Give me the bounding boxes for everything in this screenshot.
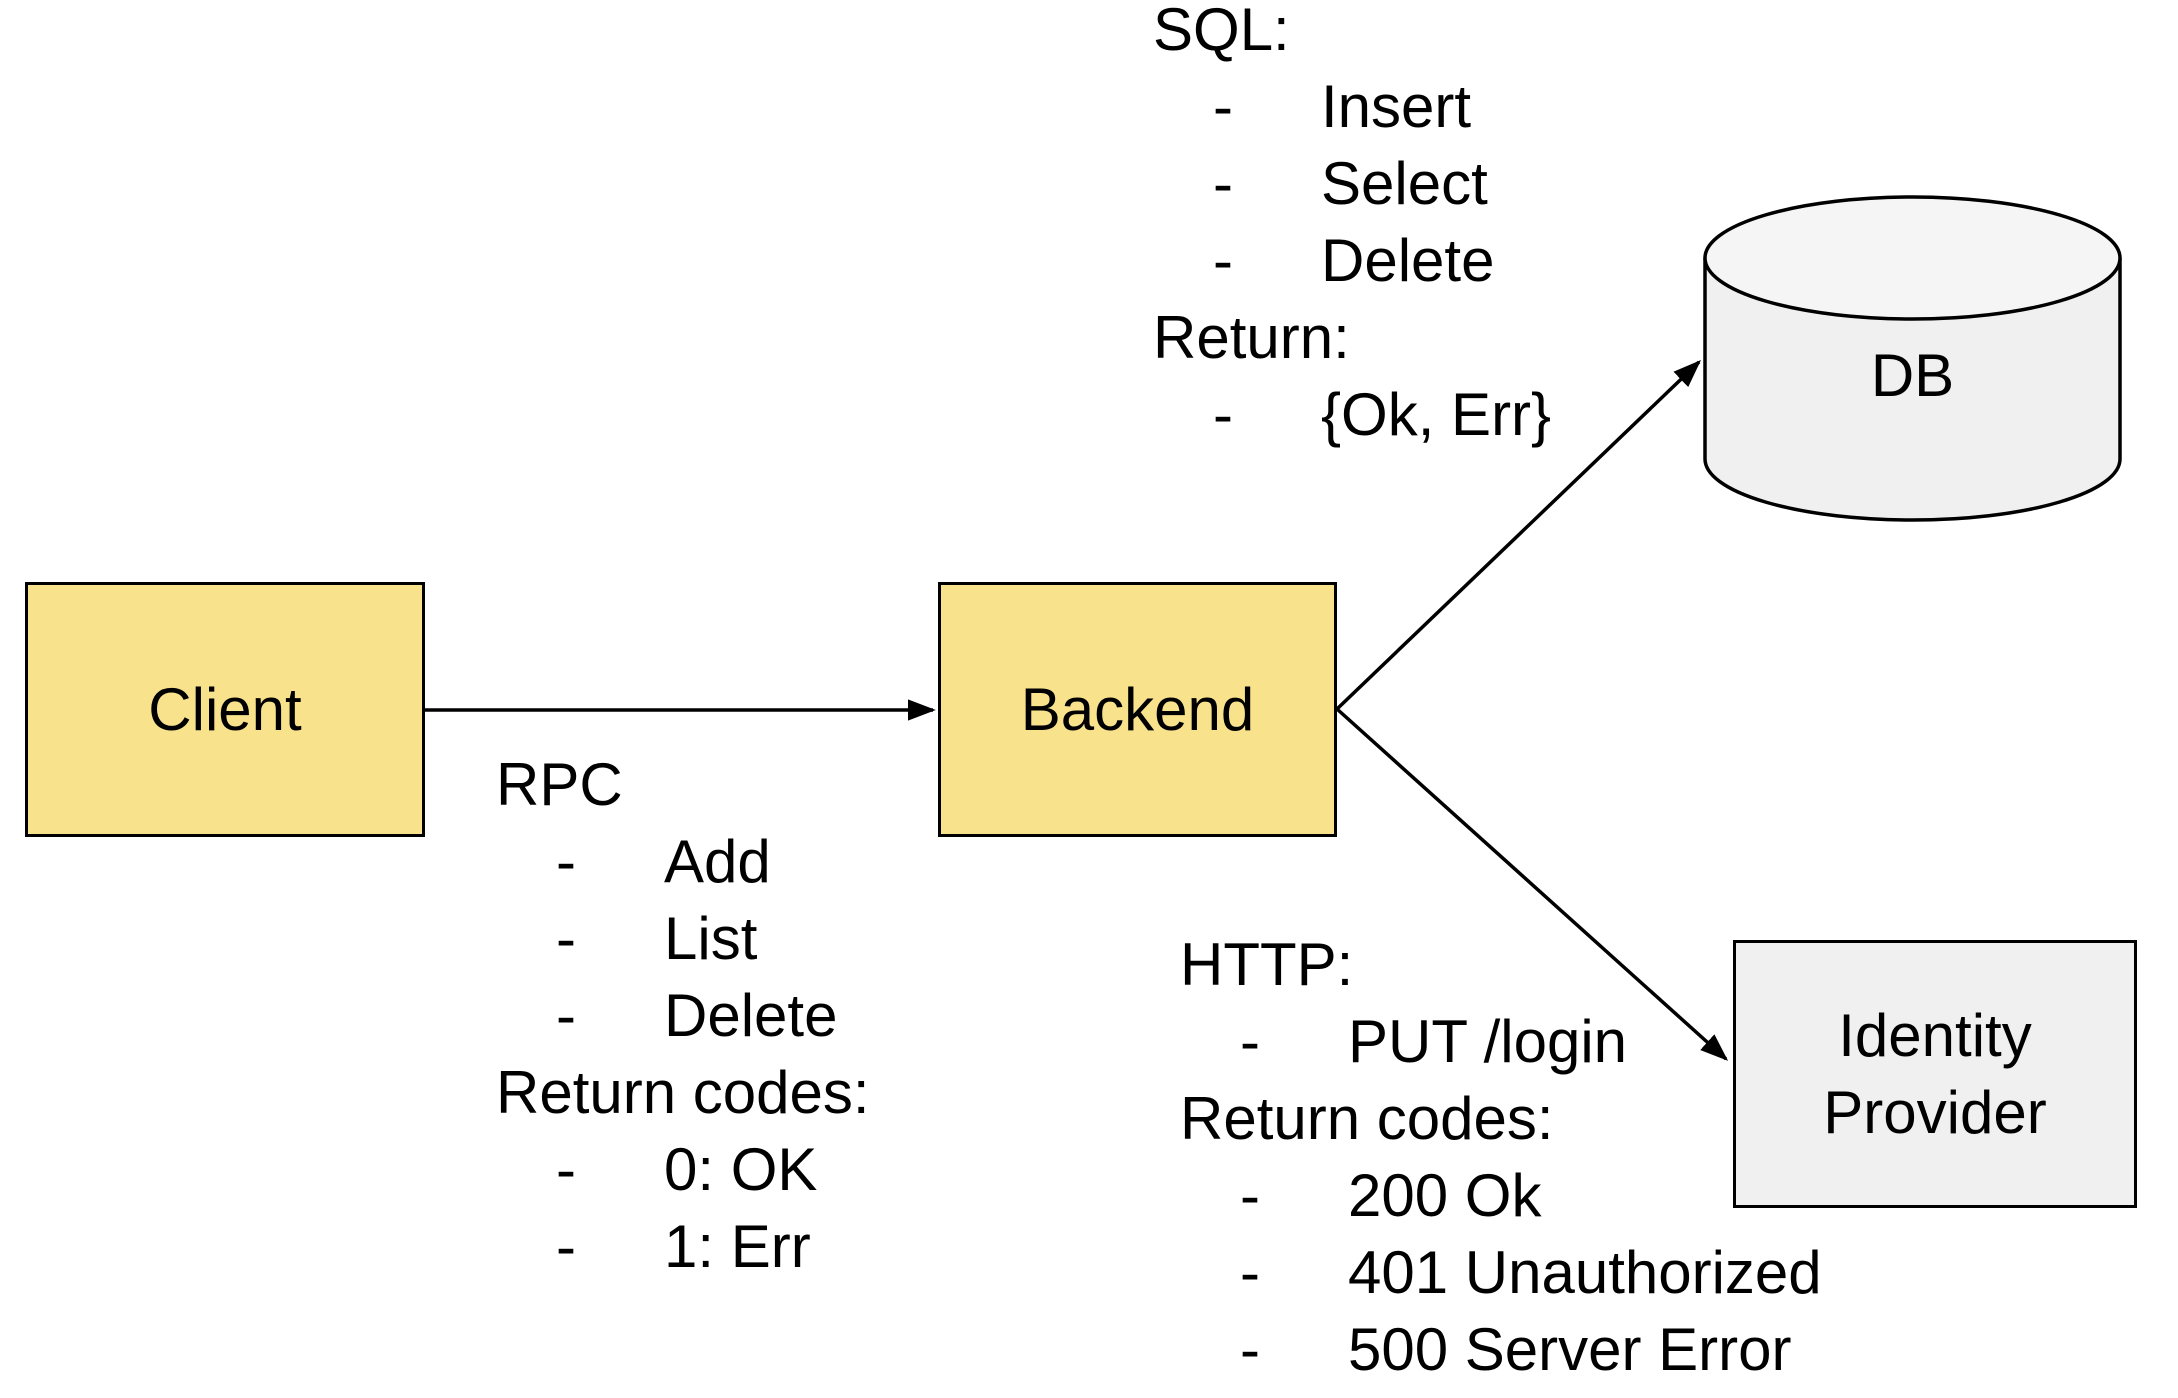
rpc-item: Delete (664, 982, 838, 1049)
annotation-sql: SQL: - Insert - Select - Delete Return: - {O… (1153, 0, 1551, 453)
http-subitem-row: - 500 Server Error (1180, 1311, 1822, 1388)
bullet-dash: - (556, 1213, 576, 1280)
bullet-dash: - (556, 982, 576, 1049)
http-subitem: 200 Ok (1348, 1162, 1542, 1229)
rpc-heading: RPC (496, 751, 623, 818)
bullet-dash: - (556, 828, 576, 895)
rpc-subitem: 0: OK (664, 1136, 818, 1203)
rpc-subitem-row: - 1: Err (496, 1208, 870, 1285)
sql-subitem-row: - {Ok, Err} (1153, 376, 1551, 453)
sql-item: Select (1321, 150, 1488, 217)
bullet-dash: - (1213, 73, 1233, 140)
sql-subheading: Return: (1153, 304, 1350, 371)
node-client: Client (25, 582, 425, 837)
bullet-dash: - (1213, 227, 1233, 294)
http-item: PUT /login (1348, 1008, 1628, 1075)
sql-item: Delete (1321, 227, 1495, 294)
http-subitem: 500 Server Error (1348, 1316, 1792, 1383)
edge-backend-db-arrow (1335, 360, 1702, 711)
annotation-rpc: RPC - Add - List - Delete Return codes: - 0:… (496, 746, 870, 1285)
annotation-http: HTTP: -PUT /login Return codes: -200 Ok … (1180, 926, 1822, 1388)
bullet-dash: - (1213, 381, 1233, 448)
http-item-row: - PUT /login (1180, 1003, 1822, 1080)
bullet-dash: - (1240, 1239, 1260, 1306)
bullet-dash: - (1240, 1162, 1260, 1229)
rpc-subheading: Return codes: (496, 1059, 870, 1126)
http-subitem-row: - 200 Ok (1180, 1157, 1822, 1234)
bullet-dash: - (556, 905, 576, 972)
http-subitem-row: - 401 Unauthorized (1180, 1234, 1822, 1311)
bullet-dash: - (1240, 1316, 1260, 1383)
node-client-label: Client (148, 676, 302, 743)
rpc-item-row: - List (496, 900, 870, 977)
sql-item: Insert (1321, 73, 1472, 140)
bullet-dash: - (1240, 1008, 1260, 1075)
rpc-item-row: - Add (496, 823, 870, 900)
http-subitem: 401 Unauthorized (1348, 1239, 1822, 1306)
rpc-item: Add (664, 828, 771, 895)
edge-backend-identity-provider-arrow (1335, 707, 1729, 1061)
http-heading: HTTP: (1180, 931, 1354, 998)
node-db-label: DB (1870, 342, 1955, 409)
bullet-dash: - (1213, 150, 1233, 217)
node-identity-provider-label: Identity Provider (1823, 1002, 2047, 1146)
node-identity-provider: Identity Provider (1733, 940, 2137, 1208)
rpc-item: List (664, 905, 758, 972)
db-cylinder-body (1703, 258, 2122, 522)
node-backend-label: Backend (1020, 676, 1255, 743)
http-subheading: Return codes: (1180, 1085, 1554, 1152)
rpc-subitem: 1: Err (664, 1213, 811, 1280)
rpc-item-row: - Delete (496, 977, 870, 1054)
bullet-dash: - (556, 1136, 576, 1203)
node-backend: Backend (938, 582, 1337, 837)
sql-subitem: {Ok, Err} (1321, 381, 1552, 448)
sql-item-row: - Select (1153, 145, 1551, 222)
sql-heading: SQL: (1153, 0, 1290, 63)
rpc-subitem-row: - 0: OK (496, 1131, 870, 1208)
db-cylinder-top (1703, 195, 2122, 321)
sql-item-row: - Insert (1153, 68, 1551, 145)
sql-item-row: - Delete (1153, 222, 1551, 299)
